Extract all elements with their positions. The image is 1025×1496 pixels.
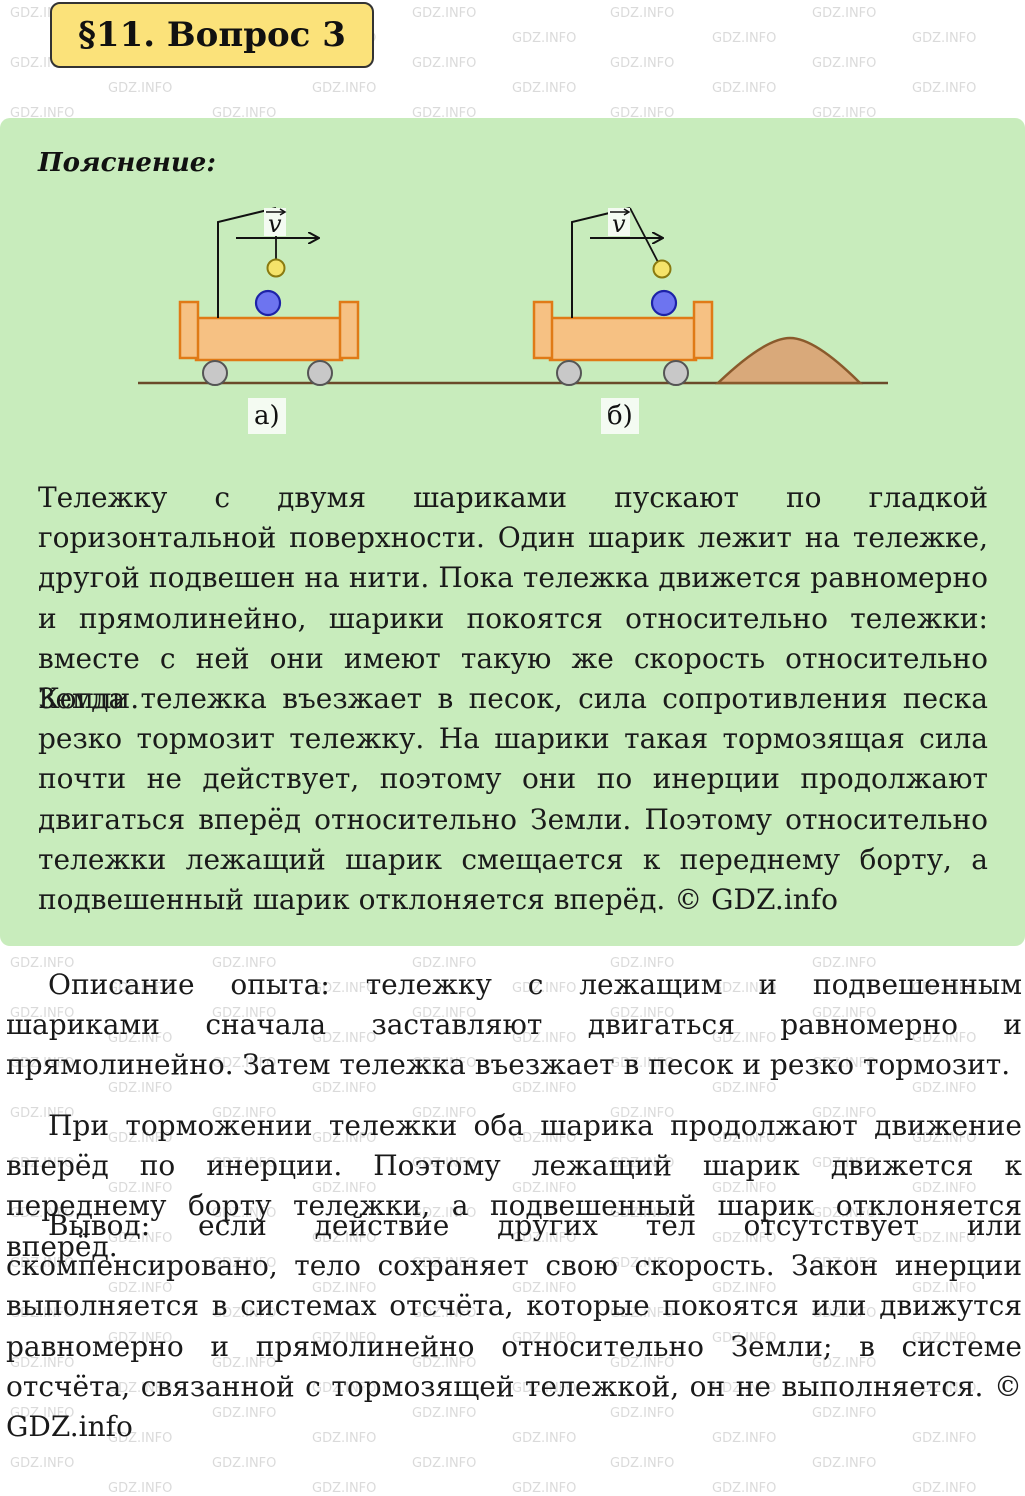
explanation-paragraph-2: Когда тележка въезжает в песок, сила соп… bbox=[38, 682, 988, 917]
watermark-text: GDZ.INFO bbox=[412, 1456, 477, 1471]
explanation-box bbox=[0, 118, 1025, 946]
watermark-text: GDZ.INFO bbox=[10, 1456, 75, 1471]
cart-b-rear-board bbox=[532, 300, 554, 360]
cart-b: v bbox=[532, 207, 714, 386]
section-title: §11. Вопрос 3 bbox=[78, 15, 346, 55]
cart-a-wheel-rear bbox=[202, 360, 228, 386]
watermark-text: GDZ.INFO bbox=[108, 1481, 173, 1496]
cart-a-body bbox=[194, 316, 344, 362]
cart-b-velocity-symbol: v bbox=[612, 210, 626, 238]
figure-label-b: б) bbox=[601, 398, 639, 434]
cart-b-velocity-vector-head bbox=[623, 208, 631, 216]
cart-b-wheel-front bbox=[663, 360, 689, 386]
watermark-text: GDZ.INFO bbox=[512, 1481, 577, 1496]
cart-a-stand bbox=[217, 207, 277, 318]
section-title-badge: §11. Вопрос 3 bbox=[50, 2, 374, 68]
conclusion-paragraph: Вывод: если действие других тел отсутств… bbox=[6, 1209, 1022, 1444]
watermark-text: GDZ.INFO bbox=[312, 1481, 377, 1496]
explanation-heading: Пояснение: bbox=[38, 148, 216, 178]
experiment-figure: v v bbox=[138, 207, 888, 386]
watermark-text: GDZ.INFO bbox=[610, 1456, 675, 1471]
cart-b-lying-ball bbox=[650, 289, 678, 317]
experiment-description-paragraph: Описание опыта: тележку с лежащим и подв… bbox=[6, 968, 1022, 1082]
explanation-paragraph-1: Тележку с двумя шариками пускают по глад… bbox=[38, 481, 988, 716]
sand-mound bbox=[714, 336, 864, 385]
cart-a-velocity-symbol: v bbox=[268, 210, 282, 238]
watermark-text: GDZ.INFO bbox=[812, 1456, 877, 1471]
cart-b-body bbox=[548, 316, 698, 362]
figure-label-a: а) bbox=[248, 398, 286, 434]
watermark-text: GDZ.INFO bbox=[912, 1481, 977, 1496]
watermark-text: GDZ.INFO bbox=[712, 1481, 777, 1496]
cart-b-front-board bbox=[692, 300, 714, 360]
cart-a: v bbox=[178, 207, 360, 386]
cart-a-rear-board bbox=[178, 300, 200, 360]
cart-b-thread bbox=[629, 207, 659, 263]
cart-a-wheel-front bbox=[307, 360, 333, 386]
cart-a-hanging-ball bbox=[266, 258, 286, 278]
cart-a-velocity-vector-head bbox=[279, 208, 287, 216]
cart-b-wheel-rear bbox=[556, 360, 582, 386]
braking-paragraph: При торможении тележки оба шарика продол… bbox=[6, 1109, 1022, 1263]
cart-a-lying-ball bbox=[254, 289, 282, 317]
cart-b-hanging-ball bbox=[652, 259, 672, 279]
cart-a-front-board bbox=[338, 300, 360, 360]
watermark-text: GDZ.INFO bbox=[212, 1456, 277, 1471]
